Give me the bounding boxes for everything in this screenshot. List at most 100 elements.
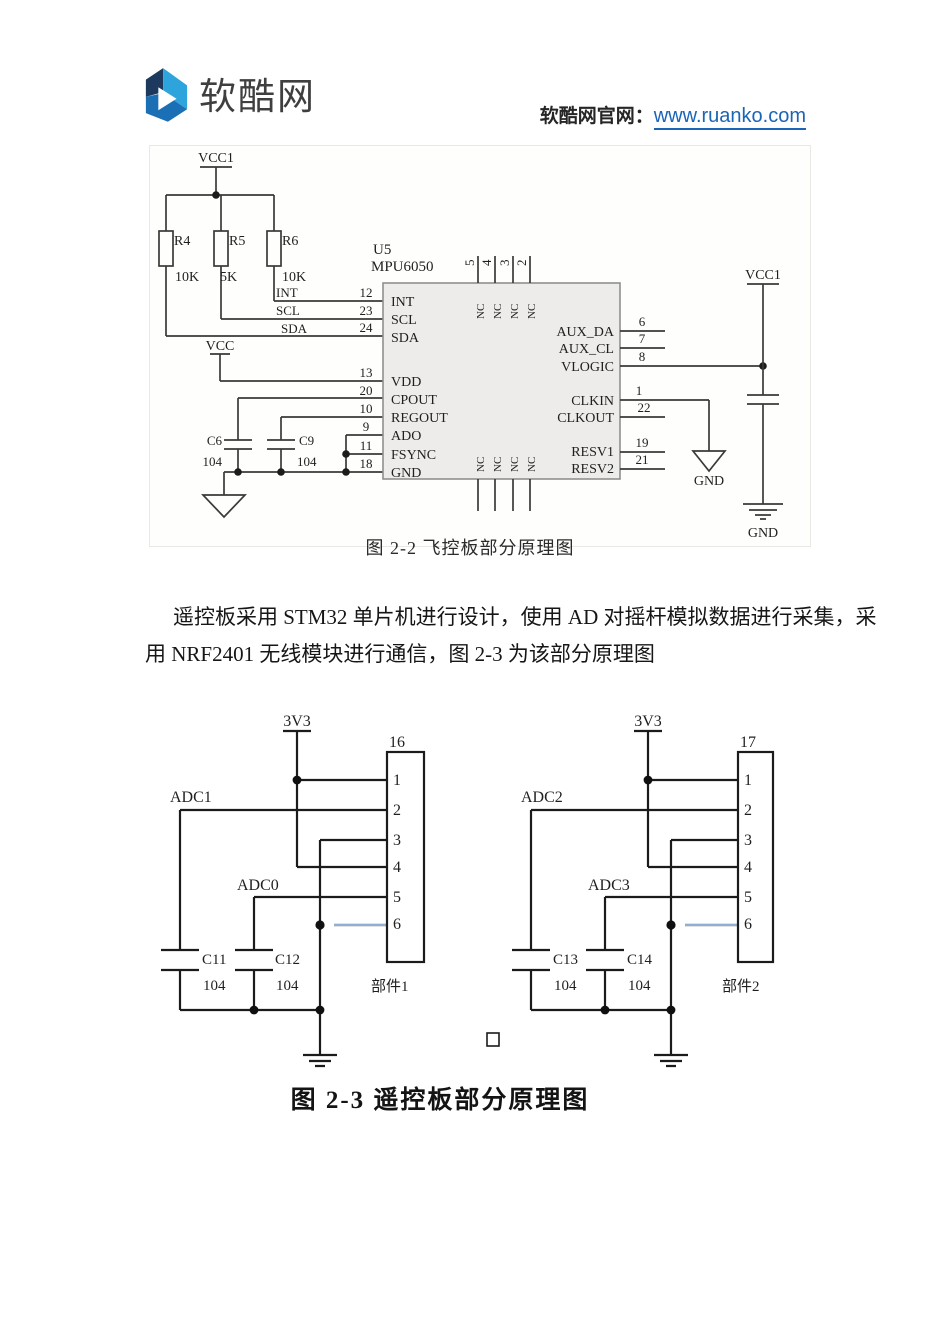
c13-ref: C13 [553,952,578,968]
r6-ref: R6 [282,234,298,249]
right-pin-wires [620,330,763,470]
pin-num-9: 9 [363,419,370,434]
logo-text: 软酷网 [199,76,316,117]
chip-ref: U5 [373,242,391,258]
int-net-label: INT [276,285,298,300]
chip-pin-clkout: CLKOUT [557,411,614,426]
scl-net-label: SCL [276,303,300,318]
site-link-row: 软酷网官网：www.ruanko.com [539,101,806,130]
site-url-link[interactable]: www.ruanko.com [653,105,806,130]
c11-value: 104 [203,978,226,994]
pin-num-19: 19 [636,435,649,450]
pin-num-20: 20 [360,383,373,398]
nc-label: NC [509,457,521,472]
adc3-label: ADC3 [588,877,630,894]
right-adc-circuit: 3V3 ADC2 ADC3 C13 104 C14 104 17 1 2 [512,713,775,1068]
capacitor-c6: C6 104 [203,397,383,472]
conn16-pin-3: 3 [393,832,401,849]
nc-label: NC [475,457,487,472]
vcc1-left-label: VCC1 [198,151,234,166]
junction-dot [292,775,302,785]
vcc1-right-label: VCC1 [745,268,781,283]
conn16-pin-4: 4 [393,859,401,876]
resistor-r5: R5 5K [213,195,245,319]
chip-pin-gnd: GND [391,466,421,481]
gnd-triangle-left [201,494,247,519]
junction-dot [315,1005,325,1015]
nc-label: NC [492,457,504,472]
nc-label: NC [475,304,487,319]
top-pin-stubs [477,256,531,283]
chip-pin-auxda: AUX_DA [556,325,614,340]
conn17-pin-4: 4 [744,859,752,876]
logo-play-icon [145,68,188,122]
c9-value: 104 [297,454,317,469]
pin-num-23: 23 [360,303,373,318]
conn16-pin-1: 1 [393,772,401,789]
bottom-pin-stubs [477,479,531,511]
chip-pin-auxcl: AUX_CL [559,342,614,357]
gnd-triangle-mid: GND [691,450,727,489]
chip-pin-vlogic: VLOGIC [561,360,614,375]
chip-pin-fsync: FSYNC [391,448,436,463]
pin-num-13: 13 [360,365,373,380]
resistor-r4: R4 10K [158,195,199,336]
conn17-pin-6: 6 [744,916,752,933]
chip-pin-vdd: VDD [391,375,421,390]
paragraph-line-1: 遥控板采用 STM32 单片机进行设计，使用 AD 对摇杆模拟数据进行采集，采 [173,605,877,629]
pin-num-24: 24 [360,320,374,335]
c14-value: 104 [628,978,651,994]
chip-pin-clkin: CLKIN [571,394,614,409]
part2-label: 部件2 [722,978,760,995]
nc-label: NC [509,304,521,319]
c6-value: 104 [203,454,223,469]
pin-num-10: 10 [360,401,373,416]
c14-ref: C14 [627,952,653,968]
vcc1-right-branch: VCC1 GND [743,268,783,541]
top-pin-num-3: 3 [497,260,512,267]
junction-dot [643,775,653,785]
pin-num-11: 11 [360,438,373,453]
c12-value: 104 [276,978,299,994]
conn16-pin-5: 5 [393,889,401,906]
left-adc-circuit: 3V3 ADC1 ADC0 C11 104 C12 104 16 1 2 [161,713,426,1068]
adc1-label: ADC1 [170,789,212,806]
chip-pin-sda: SDA [391,331,420,346]
junction-dot [315,920,325,930]
pin-num-21: 21 [636,452,649,467]
c9-ref: C9 [299,433,314,448]
connector-16: 16 1 2 3 4 5 6 [385,734,426,964]
c11-ref: C11 [202,952,226,968]
conn17-pin-2: 2 [744,802,752,819]
power-3v3-right: 3V3 [634,713,662,730]
connector-17-ref: 17 [740,734,756,751]
conn17-pin-3: 3 [744,832,752,849]
top-pin-num-2: 2 [514,260,529,267]
c12-ref: C12 [275,952,300,968]
site-label: 软酷网官网： [539,106,654,127]
resistor-r6: R6 10K [266,195,306,301]
pin-num-12: 12 [360,285,373,300]
chip-pin-cpout: CPOUT [391,393,437,408]
chip-pin-resv1: RESV1 [571,445,614,460]
small-square-mark [486,1032,500,1047]
r5-value: 5K [220,270,237,285]
pin-num-6: 6 [639,314,646,329]
body-paragraph: 遥控板采用 STM32 单片机进行设计，使用 AD 对摇杆模拟数据进行采集，采 … [145,599,877,673]
logo: 软酷网 [143,63,316,123]
junction-dot [666,1005,676,1015]
vcc-label: VCC [206,339,235,354]
figure-2-2-caption: 图 2-2 飞控板部分原理图 [365,538,575,558]
connector-16-ref: 16 [389,734,405,751]
nc-label: NC [526,457,538,472]
nc-label: NC [526,304,538,319]
chip-pin-ado: ADO [391,429,421,444]
pin-num-7: 7 [639,331,646,346]
chip-pin-resv2: RESV2 [571,462,614,477]
junction-dot [600,1005,610,1015]
pin-num-1: 1 [636,383,643,398]
conn16-pin-2: 2 [393,802,401,819]
part1-label: 部件1 [371,978,409,995]
junction-dot [342,450,350,458]
